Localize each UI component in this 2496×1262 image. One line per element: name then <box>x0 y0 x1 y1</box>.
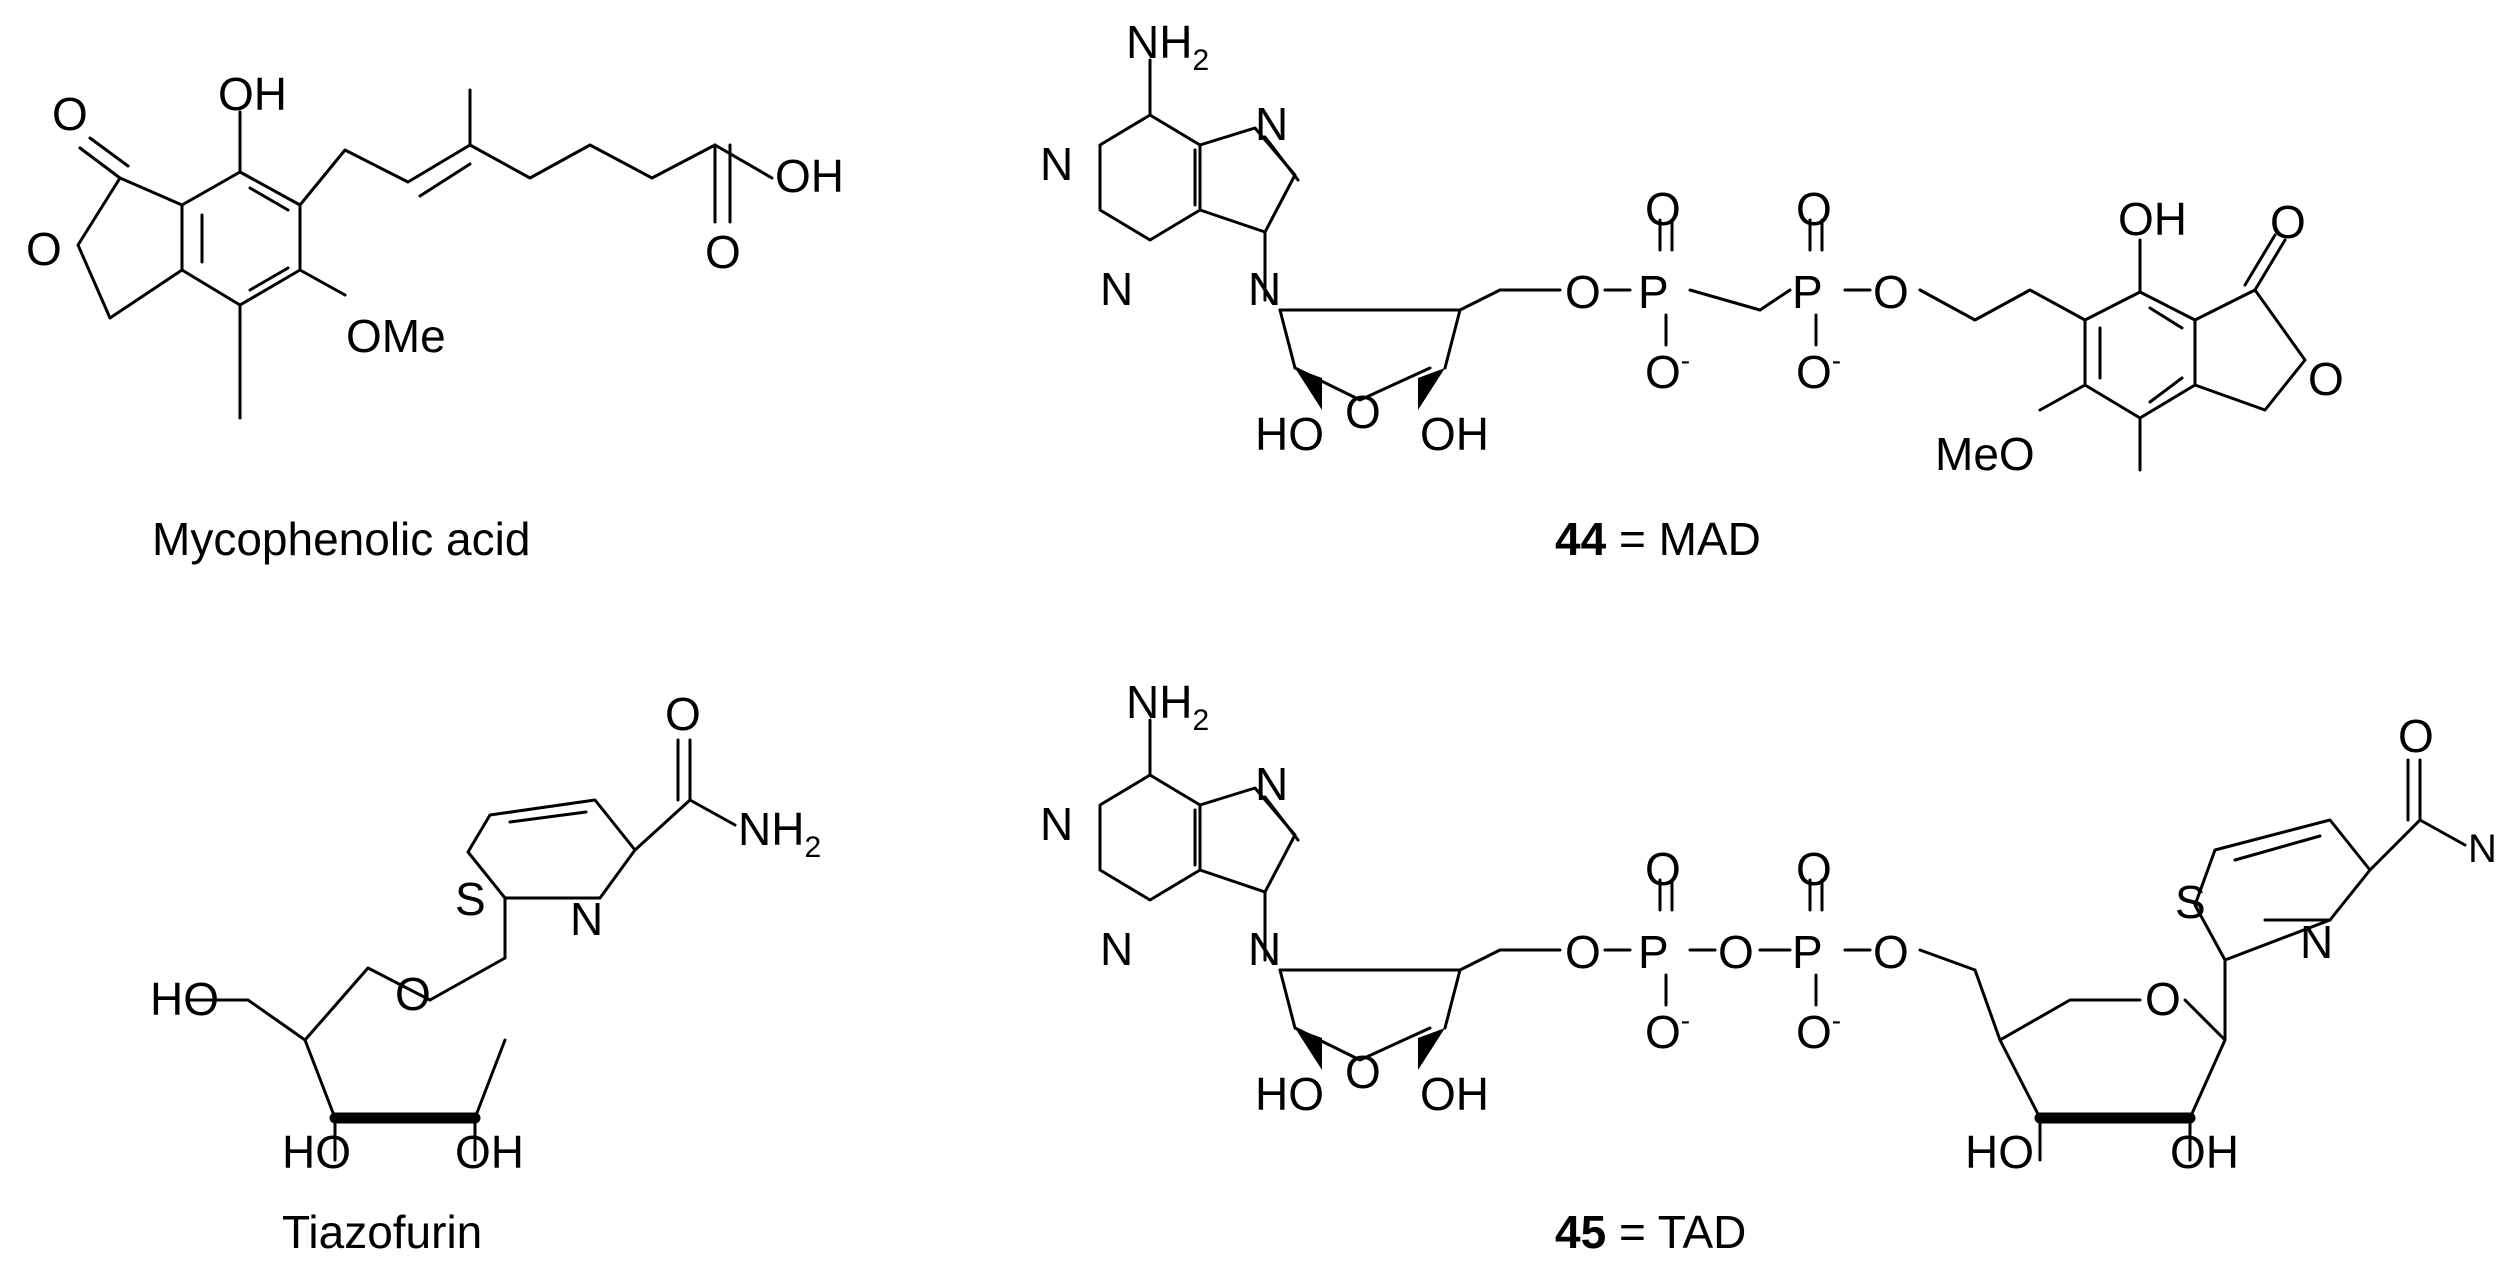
mad-structure <box>1098 58 2307 472</box>
atom-label: N <box>1248 263 1281 315</box>
atom-label: OH <box>1420 408 1489 460</box>
atom-charge: - <box>1832 1005 1841 1036</box>
wedge-bond <box>1295 368 1322 410</box>
atom-label: NH <box>2468 827 2496 871</box>
atom-label: P <box>1638 266 1669 318</box>
atom-label: NH2 <box>1126 676 1209 737</box>
mycophenolic-acid-structure <box>76 88 774 420</box>
atom-label: O <box>1565 926 1601 978</box>
atom-label: HO <box>1965 1126 2034 1178</box>
atom-label: P <box>1792 266 1823 318</box>
wedge-bond <box>1295 1028 1322 1070</box>
atom-label: O <box>2270 196 2306 248</box>
atom-label: P <box>1638 926 1669 978</box>
atom-label: NH <box>1126 16 1192 68</box>
wedge-bond <box>1418 1028 1445 1070</box>
atom-label: OH <box>775 150 844 202</box>
atom-label: OH <box>2170 1126 2239 1178</box>
atom-label: S <box>455 873 486 925</box>
atom-label: O <box>395 968 431 1020</box>
wedge-bond <box>1418 368 1445 410</box>
atom-label: N <box>1040 798 1073 850</box>
atom-label: N <box>2300 916 2333 968</box>
atom-label: N <box>1100 263 1133 315</box>
atom-label: O <box>1796 1006 1832 1058</box>
atom-label: OH <box>218 68 287 120</box>
atom-label: OH <box>2118 193 2187 245</box>
atom-subscript: 2 <box>1192 704 1209 737</box>
atom-label: O <box>1345 386 1381 438</box>
atom-label: O <box>665 688 701 740</box>
atom-label: O- <box>1796 1005 1841 1058</box>
caption-tiazofurin: Tiazofurin <box>282 1206 482 1258</box>
atom-label: O <box>1718 926 1754 978</box>
atom-label: O <box>2398 710 2434 762</box>
atom-label: OMe <box>346 310 446 362</box>
atom-label: O <box>1796 346 1832 398</box>
atom-label: S <box>2175 876 2206 928</box>
atom-label: O <box>705 226 741 278</box>
atom-charge: - <box>1681 1005 1690 1036</box>
atom-label: O- <box>1645 1005 1690 1058</box>
atom-label: HO <box>1255 408 1324 460</box>
atom-label: NH <box>738 803 804 855</box>
atom-label: O <box>1645 1006 1681 1058</box>
atom-label: N <box>1255 758 1288 810</box>
atom-label: NH2 <box>1126 16 1209 77</box>
atom-label: N <box>1248 923 1281 975</box>
compound-name: = MAD <box>1606 513 1761 565</box>
caption-mad: 44 = MAD <box>1555 513 1761 565</box>
atom-label: O <box>52 88 88 140</box>
atom-label: HO <box>282 1126 351 1178</box>
atom-label: NH <box>1126 676 1192 728</box>
atom-label: O <box>2145 973 2181 1025</box>
atom-charge: - <box>1681 345 1690 376</box>
atom-label: O <box>1873 266 1909 318</box>
atom-label: O <box>1796 183 1832 235</box>
atom-label: O <box>1645 183 1681 235</box>
atom-label: N <box>1255 98 1288 150</box>
atom-label: O <box>2308 353 2344 405</box>
atom-label: NH2 <box>2468 827 2496 879</box>
caption-tad: 45 = TAD <box>1555 1206 1746 1258</box>
tiazofurin-structure <box>188 738 737 1162</box>
atom-label: O <box>26 223 62 275</box>
atom-subscript: 2 <box>1192 44 1209 77</box>
caption-mycophenolic-acid: Mycophenolic acid <box>152 513 530 565</box>
atom-label: O <box>1565 266 1601 318</box>
atom-label: HO <box>1255 1068 1324 1120</box>
atom-label: N <box>1040 138 1073 190</box>
atom-label: OH <box>1420 1068 1489 1120</box>
atom-label: N <box>1100 923 1133 975</box>
atom-label: OH <box>455 1126 524 1178</box>
atom-charge: - <box>1832 345 1841 376</box>
atom-label: P <box>1792 926 1823 978</box>
atom-label: HO <box>150 973 219 1025</box>
atom-label: O <box>1645 346 1681 398</box>
atom-label: O- <box>1796 345 1841 398</box>
atom-label: N <box>570 893 603 945</box>
atom-label: O- <box>1645 345 1690 398</box>
atom-label: MeO <box>1935 428 2035 480</box>
atom-subscript: 2 <box>804 831 821 864</box>
compound-number: 45 <box>1555 1206 1606 1258</box>
atom-label: O <box>1345 1046 1381 1098</box>
atom-label: O <box>1796 843 1832 895</box>
atom-label: O <box>1873 926 1909 978</box>
compound-number: 44 <box>1555 513 1607 565</box>
atom-label: O <box>1645 843 1681 895</box>
tad-structure <box>1098 718 2467 1162</box>
atom-label: NH2 <box>738 803 821 864</box>
compound-name: = TAD <box>1606 1206 1746 1258</box>
